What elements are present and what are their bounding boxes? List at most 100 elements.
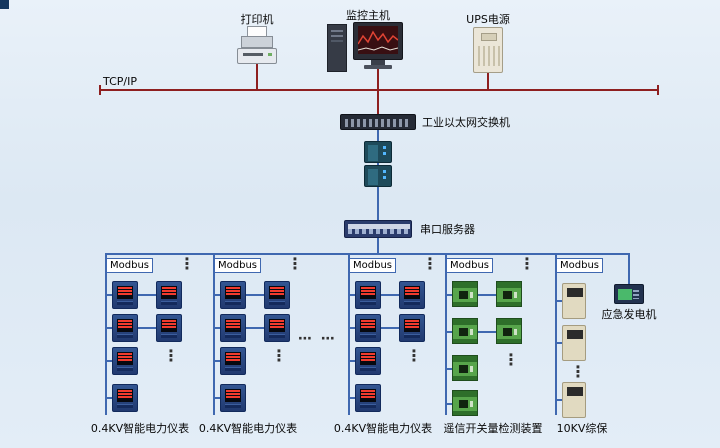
corner-mark <box>0 0 9 9</box>
serial-server-label: 串口服务器 <box>420 223 475 236</box>
power-meter-icon <box>264 281 290 309</box>
tcpip-bus-line <box>100 89 658 91</box>
modbus-drop-line <box>445 253 447 415</box>
modbus-drop-line <box>348 253 350 415</box>
io-module-icon <box>452 355 478 381</box>
generator-label: 应急发电机 <box>601 308 657 321</box>
ups-label: UPS电源 <box>466 13 510 26</box>
fieldbus-line <box>105 253 630 255</box>
io-module-icon <box>452 390 478 416</box>
power-meter-icon <box>220 281 246 309</box>
bus-bottom-label: 0.4KV智能电力仪表 <box>90 422 190 435</box>
power-meter-icon <box>399 281 425 309</box>
monitor-base <box>364 65 392 69</box>
crt-monitor <box>353 22 403 60</box>
power-meter-icon <box>220 384 246 412</box>
ups-icon <box>473 27 503 73</box>
io-module-icon <box>496 318 522 344</box>
modbus-tag: Modbus <box>446 258 493 273</box>
bus-bottom-label: 遥信开关量检测装置 <box>443 422 543 435</box>
printer-body <box>237 48 277 64</box>
ellipsis-indicator: ⋮ <box>422 254 438 273</box>
converter-led <box>383 146 386 149</box>
power-meter-icon <box>156 314 182 342</box>
meter-stub-line <box>106 360 112 362</box>
io-module-icon <box>496 281 522 307</box>
ethernet-switch-label: 工业以太网交换机 <box>422 116 510 129</box>
power-meter-icon <box>112 384 138 412</box>
meter-stub-line <box>556 300 562 302</box>
printer-drop-line <box>256 64 258 89</box>
modbus-tag: Modbus <box>106 258 153 273</box>
meter-stub-line <box>106 397 112 399</box>
power-meter-icon <box>112 281 138 309</box>
power-meter-icon <box>355 314 381 342</box>
converter-face <box>368 145 378 161</box>
monitor-drop-line <box>377 69 379 89</box>
ellipsis-indicator: ⋮ <box>503 350 519 369</box>
power-meter-icon <box>220 347 246 375</box>
ellipsis-indicator: ⋮ <box>271 346 287 365</box>
tcpip-end-tick-right <box>657 85 659 95</box>
meter-stub-line <box>349 397 355 399</box>
tcpip-label: TCP/IP <box>103 75 137 88</box>
generator-screen <box>618 289 632 300</box>
converter-face <box>368 169 378 185</box>
switch-ports <box>345 119 411 127</box>
bus-bottom-label: 10KV综保 <box>556 422 608 435</box>
generator-drop-line <box>628 253 630 284</box>
modbus-tag: Modbus <box>349 258 396 273</box>
meter-stub-line <box>349 360 355 362</box>
monitor-host-icon <box>327 22 407 74</box>
backbone-drop-line <box>377 130 379 254</box>
ellipsis-indicator: ⋮ <box>163 346 179 365</box>
ellipsis-indicator: ⋯ ⋯ <box>298 331 337 347</box>
ellipsis-indicator: ⋮ <box>519 254 535 273</box>
monitor-stand <box>371 60 385 65</box>
printer-feed <box>241 36 273 48</box>
meter-stub-line <box>446 403 452 405</box>
ellipsis-indicator: ⋮ <box>570 362 586 381</box>
meter-stub-line <box>214 397 220 399</box>
bus-bottom-label: 0.4KV智能电力仪表 <box>333 422 433 435</box>
power-meter-icon <box>399 314 425 342</box>
power-meter-icon <box>355 384 381 412</box>
meter-stub-line <box>556 399 562 401</box>
ellipsis-indicator: ⋮ <box>287 254 303 273</box>
ups-panel <box>481 33 497 41</box>
ellipsis-indicator: ⋮ <box>179 254 195 273</box>
protection-relay-icon <box>562 325 586 361</box>
serial-server-ports <box>348 229 410 234</box>
monitor-host-label: 监控主机 <box>346 9 390 22</box>
scada-screen <box>358 26 398 54</box>
ups-vent <box>478 46 500 66</box>
converter-led <box>383 170 386 173</box>
meter-stub-line <box>446 368 452 370</box>
bus-bottom-label: 0.4KV智能电力仪表 <box>198 422 298 435</box>
meter-stub-line <box>556 342 562 344</box>
pc-tower <box>327 24 347 72</box>
power-meter-icon <box>220 314 246 342</box>
printer-slot <box>243 53 263 56</box>
printer-led <box>268 53 272 56</box>
modbus-drop-line <box>555 253 557 415</box>
io-module-icon <box>452 281 478 307</box>
modbus-drop-line <box>105 253 107 415</box>
ethernet-switch-icon <box>340 114 416 130</box>
modbus-tag: Modbus <box>214 258 261 273</box>
generator-keys <box>633 290 639 299</box>
protection-relay-icon <box>562 283 586 319</box>
switch-uplink-line <box>377 91 379 114</box>
power-meter-icon <box>112 347 138 375</box>
tcpip-end-tick-left <box>99 85 101 95</box>
generator-icon <box>614 284 644 304</box>
io-module-icon <box>452 318 478 344</box>
power-meter-icon <box>112 314 138 342</box>
modbus-drop-line <box>213 253 215 415</box>
modbus-tag: Modbus <box>556 258 603 273</box>
fiber-converter-icon <box>364 141 392 163</box>
power-meter-icon <box>355 281 381 309</box>
meter-stub-line <box>214 360 220 362</box>
printer-label: 打印机 <box>240 13 274 26</box>
